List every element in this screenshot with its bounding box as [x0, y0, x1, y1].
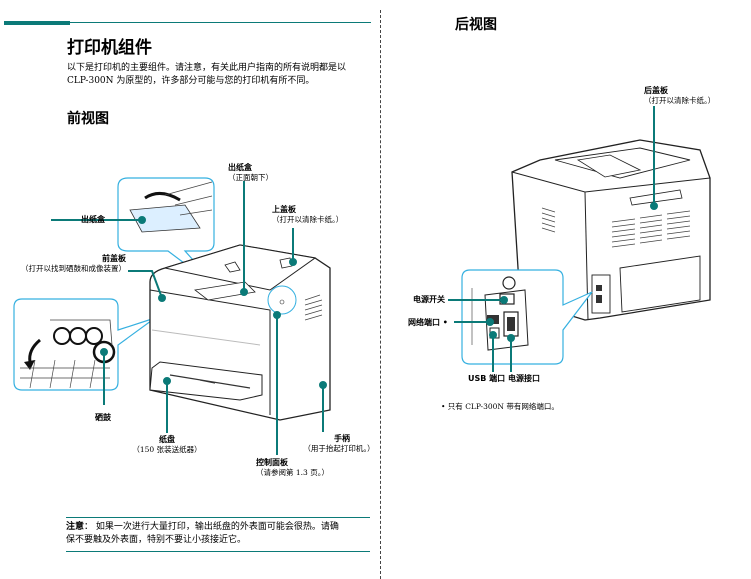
note-line-1: ： 如果一次进行大量打印，输出纸盘的外表面可能会很热。请确	[84, 522, 339, 532]
label-network-port: 网络端口 •	[408, 318, 448, 327]
intro-line-1: 以下是打印机的主要组件。请注意，有关此用户指南的所有说明都是以	[67, 63, 347, 73]
note-line-2: 保不要触及外表面，特别不要让小孩接近它。	[66, 535, 247, 545]
label-output-tray-left: 出纸盒	[81, 215, 105, 224]
label-rear-cover: 后盖板 （打开以清除卡纸。）	[644, 86, 716, 105]
label-power-receptacle: 电源接口	[508, 374, 540, 383]
header-rule	[70, 22, 371, 23]
label-power-switch: 电源开关	[413, 295, 445, 304]
label-output-tray-top: 出纸盒 （正面朝下）	[228, 163, 273, 182]
page-title: 打印机组件	[67, 38, 152, 58]
label-front-cover: 前盖板 （打开以找到硒鼓和成像装置）	[21, 254, 126, 273]
label-handle: 手柄 （用于抬起打印机。）	[303, 434, 375, 453]
footnote: • 只有 CLP-300N 带有网络端口。	[441, 402, 559, 411]
label-paper-tray: 纸盘 （150 张装送纸器）	[132, 435, 202, 454]
label-top-cover: 上盖板 （打开以清除卡纸。）	[272, 205, 344, 224]
output-tray-detail	[129, 204, 201, 233]
rear-view-heading: 后视图	[455, 17, 497, 33]
label-usb-port: USB 端口	[468, 374, 506, 383]
note-label: 注意	[66, 522, 85, 532]
intro-line-2: CLP-300N 为原型的，许多部分可能与您的打印机有所不同。	[67, 76, 315, 86]
label-control-panel: 控制面板 （请参阅第 1.3 页。）	[256, 458, 329, 477]
lift-arrow-icon	[144, 192, 181, 202]
open-arrow-icon	[28, 338, 41, 363]
front-view-heading: 前视图	[67, 111, 109, 127]
page-divider	[380, 10, 381, 579]
intro-paragraph: 以下是打印机的主要组件。请注意，有关此用户指南的所有说明都是以 CLP-300N…	[67, 62, 346, 88]
toner-callout	[13, 298, 156, 391]
header-accent-bar	[4, 21, 70, 25]
caution-note: 注意： 如果一次进行大量打印，输出纸盘的外表面可能会很热。请确 保不要触及外表面…	[66, 517, 370, 552]
label-toner: 硒鼓	[95, 413, 111, 422]
